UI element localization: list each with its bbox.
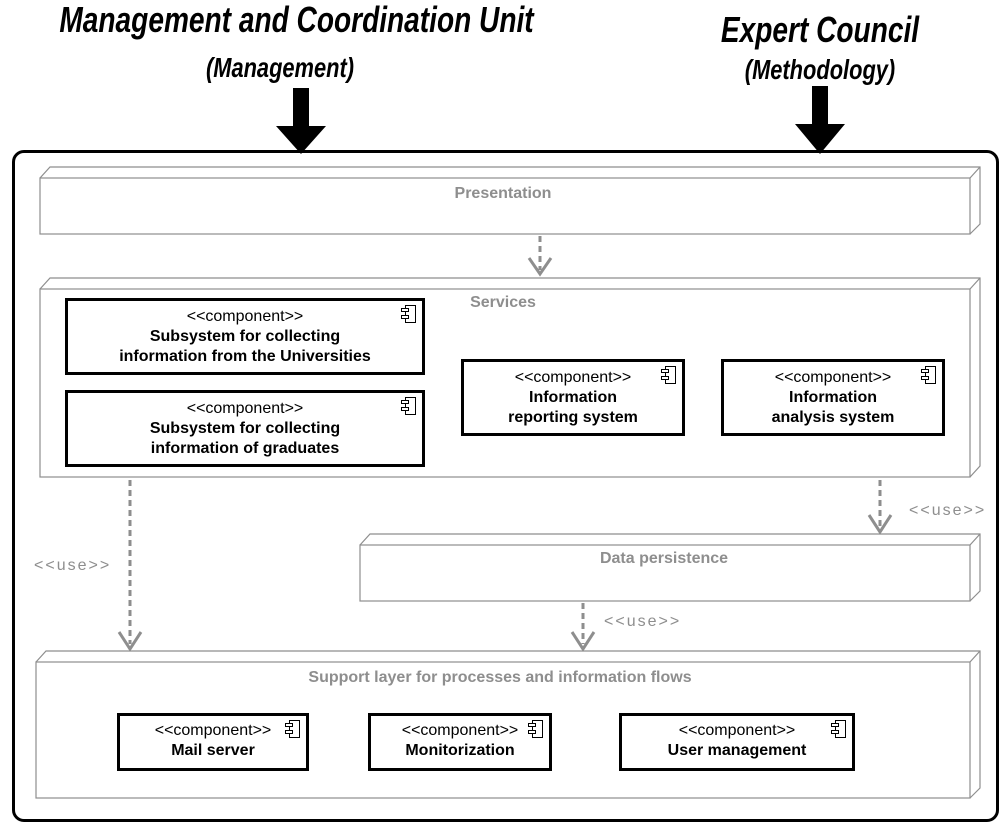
- component-stereotype: <<component>>: [774, 369, 892, 386]
- component-collecting-graduates: <<component>> Subsystem for collecting i…: [65, 390, 425, 467]
- component-monitorization: <<component>> Monitorization: [368, 713, 552, 771]
- management-unit-subtitle: (Management): [205, 52, 355, 83]
- component-collecting-universities: <<component>> Subsystem for collecting i…: [65, 298, 425, 375]
- component-name-line-2: reporting system: [508, 409, 638, 426]
- component-name: Monitorization: [405, 742, 515, 759]
- uml-component-icon: [285, 720, 300, 738]
- services-to-support-arrow: [117, 480, 143, 652]
- component-user-management: <<component>> User management: [619, 713, 855, 771]
- component-stereotype: <<component>>: [186, 400, 304, 417]
- component-name-line-2: analysis system: [771, 409, 895, 426]
- persistence-to-support-arrow: [570, 603, 596, 652]
- component-name: Mail server: [171, 742, 255, 759]
- services-label: Services: [470, 294, 536, 311]
- use-label-left: <<use>>: [34, 557, 111, 574]
- component-name: User management: [667, 742, 807, 759]
- uml-component-icon: [528, 720, 543, 738]
- component-mail-server: <<component>> Mail server: [117, 713, 309, 771]
- system-boundary: [12, 150, 999, 822]
- component-name-line-1: Information: [529, 389, 617, 406]
- use-label-right: <<use>>: [909, 502, 986, 519]
- management-input-arrow: [276, 88, 326, 154]
- component-stereotype: <<component>>: [186, 308, 304, 325]
- uml-component-icon: [921, 366, 936, 384]
- presentation-to-services-arrow: [527, 236, 553, 277]
- expert-council-subtitle: (Methodology): [744, 54, 896, 85]
- component-analysis-system: <<component>> Information analysis syste…: [721, 359, 945, 436]
- component-stereotype: <<component>>: [401, 722, 519, 739]
- component-name-line-1: Subsystem for collecting: [149, 420, 341, 437]
- component-stereotype: <<component>>: [678, 722, 796, 739]
- component-name-line-1: Subsystem for collecting: [149, 328, 341, 345]
- uml-component-icon: [661, 366, 676, 384]
- management-unit-title: Management and Coordination Unit: [59, 0, 534, 40]
- expert-council-title: Expert Council: [720, 9, 920, 50]
- methodology-input-arrow: [795, 86, 845, 154]
- component-name-line-2: information of graduates: [150, 440, 340, 457]
- component-name-line-1: Information: [789, 389, 877, 406]
- component-stereotype: <<component>>: [514, 369, 632, 386]
- component-stereotype: <<component>>: [154, 722, 272, 739]
- data-persistence-layer: [359, 533, 981, 602]
- uml-component-icon: [401, 397, 416, 415]
- presentation-label: Presentation: [455, 185, 552, 202]
- component-name-line-2: information from the Universities: [119, 348, 371, 365]
- support-label: Support layer for processes and informat…: [308, 669, 691, 686]
- uml-component-icon: [401, 305, 416, 323]
- data-persistence-label: Data persistence: [600, 550, 728, 567]
- services-to-persistence-arrow: [867, 480, 893, 535]
- use-label-center: <<use>>: [604, 613, 681, 630]
- uml-component-icon: [831, 720, 846, 738]
- presentation-layer: [39, 166, 981, 235]
- component-reporting-system: <<component>> Information reporting syst…: [461, 359, 685, 436]
